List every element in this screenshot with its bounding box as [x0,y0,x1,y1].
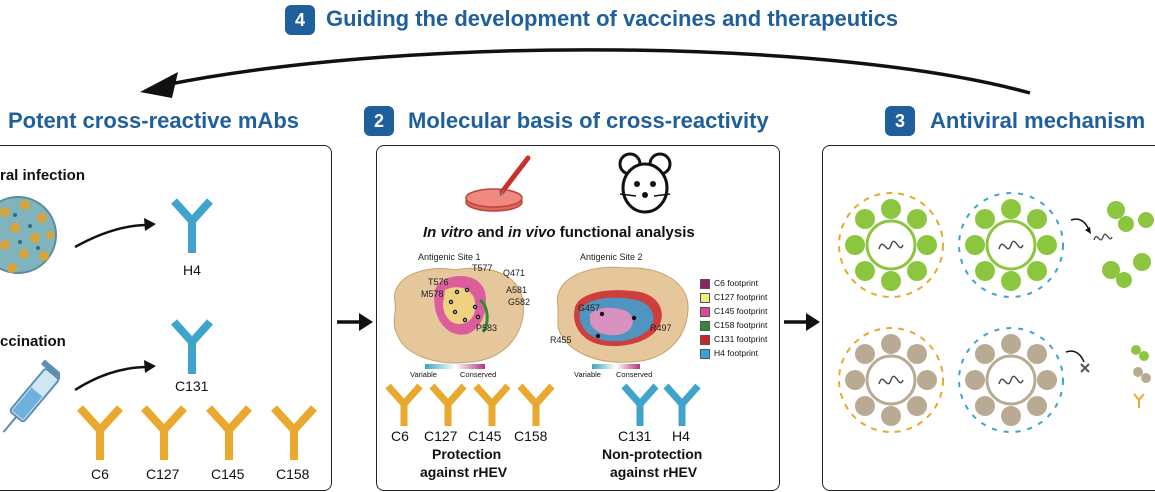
vaccination-label: ccination [0,333,66,350]
nonprotection-line2: against rHEV [610,464,698,480]
step-3-title: Antiviral mechanism [930,108,1146,133]
step-2-title: Molecular basis of cross-reactivity [408,108,769,133]
legend-c145: C145 footprint [700,306,767,318]
site1-title: Antigenic Site 1 [418,252,481,262]
c131-antibody-icon [171,319,213,374]
conservation-scale-1 [425,364,485,369]
p2-c6-label: C6 [391,428,409,444]
p2-c127-antibody-icon [429,383,467,426]
p2-c158-antibody-icon [517,383,555,426]
c6-antibody-icon [77,405,123,460]
residue-a581: A581 [506,285,528,295]
step-3-badge: 3 [885,106,915,136]
p2-h4-label: H4 [672,428,690,444]
c131-label: C131 [175,378,209,394]
scale2-conserved: Conserved [616,370,653,379]
c158-antibody-icon [271,405,317,460]
in-vitro-text: In vitro [423,224,474,241]
infection-label: ral infection [0,167,86,184]
c145-label: C145 [211,466,245,482]
in-vivo-text: in vivo [508,224,556,241]
residue-p583: P583 [476,323,498,333]
mechanism-illustration [838,192,1154,433]
residue-r497: R497 [650,323,672,333]
h4-antibody-icon [171,198,213,253]
step-4-title: Guiding the development of vaccines and … [326,6,899,31]
functional-analysis-title: In vitro and in vivo functional analysis [423,224,695,241]
residue-g457: G457 [578,303,601,313]
p2-c131-label: C131 [618,428,652,444]
p2-c145-label: C145 [468,428,502,444]
p2-c131-antibody-icon [621,383,659,426]
residue-r455: R455 [550,335,572,345]
c145-antibody-icon [206,405,252,460]
p2-c127-label: C127 [424,428,458,444]
scale1-conserved: Conserved [460,370,497,379]
step-4-badge: 4 [285,5,315,35]
c127-antibody-icon [141,405,187,460]
legend-c127-swatch [700,292,710,303]
legend-c6-swatch [700,278,710,289]
syringe-icon [2,360,60,433]
legend-h4-label: H4 footprint [714,348,758,358]
p2-c145-antibody-icon [473,383,511,426]
legend-c6-label: C6 footprint [714,278,758,288]
step-2-badge: 2 [364,106,394,136]
residue-q471: Q471 [503,268,526,278]
site2-title: Antigenic Site 2 [580,252,643,262]
infection-arrow [74,218,156,249]
virus-particle-icon [0,196,57,274]
h4-label: H4 [183,262,201,278]
and-text: and [477,224,504,241]
legend-c158-swatch [700,320,710,331]
step-1-title: Potent cross-reactive mAbs [8,108,299,133]
legend-c6: C6 footprint [700,278,758,290]
legend-c131-swatch [700,334,710,345]
legend-c145-label: C145 footprint [714,306,768,316]
mouse-icon [618,152,672,214]
protection-line1: Protection [432,446,502,462]
conservation-scale-2 [592,364,640,369]
legend-c158-label: C158 footprint [714,320,768,330]
legend-c145-swatch [700,306,710,317]
arrow-1-to-2 [337,313,373,331]
protection-line2: against rHEV [420,464,508,480]
feedback-arrow [140,48,1031,98]
legend-c131-label: C131 footprint [714,334,768,344]
scale2-variable: Variable [574,370,601,379]
arrow-2-to-3 [784,313,820,331]
c6-label: C6 [91,466,109,482]
functional-analysis-text: functional analysis [559,224,695,241]
p2-h4-antibody-icon [663,383,701,426]
residue-g582: G582 [508,297,531,307]
vaccination-arrow [74,360,156,392]
legend-c127-label: C127 footprint [714,292,768,302]
p2-c6-antibody-icon [385,383,423,426]
legend-h4: H4 footprint [700,348,758,360]
scale1-variable: Variable [410,370,437,379]
legend-c158: C158 footprint [700,320,767,332]
legend-c127: C127 footprint [700,292,767,304]
footprint-legend: C6 footprint C127 footprint C145 footpri… [700,278,776,362]
residue-m578: M578 [421,289,444,299]
nonprotection-line1: Non-protection [602,446,703,462]
petri-dish-pipette-icon [465,155,531,212]
panel-antiviral-mechanism [822,145,1155,491]
residue-t577: T577 [472,263,493,273]
antigenic-site-2-structure [556,266,689,363]
residue-t576: T576 [428,277,449,287]
c158-label: C158 [276,466,310,482]
c127-label: C127 [146,466,180,482]
antigenic-site-1-structure [393,267,524,364]
legend-h4-swatch [700,348,710,359]
p2-c158-label: C158 [514,428,548,444]
legend-c131: C131 footprint [700,334,767,346]
